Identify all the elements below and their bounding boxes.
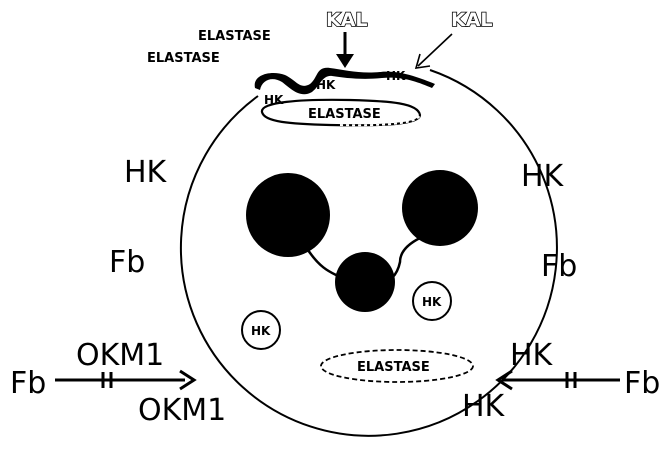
- fb-label-far-left: Fb: [10, 366, 46, 401]
- kal-arrow-right: [418, 34, 452, 66]
- nucleus-lobe-right: [402, 170, 478, 246]
- cap-membrane: [255, 68, 435, 94]
- okm1-label-bottom: OKM1: [138, 393, 226, 428]
- kal-arrowhead-left: [336, 54, 354, 68]
- kal-label-right: KAL: [451, 9, 493, 31]
- elastase-granule-label: ELASTASE: [357, 360, 430, 375]
- fb-label-left: Fb: [109, 245, 145, 280]
- hk-granule-label-right: HK: [422, 295, 442, 309]
- hk-label-cap-1: HK: [316, 78, 336, 92]
- elastase-label-cap: ELASTASE: [308, 107, 381, 122]
- hk-label-cap-3: HK: [264, 93, 284, 107]
- nucleus-strand-left: [308, 250, 338, 276]
- hk-label-left: HK: [124, 155, 168, 190]
- elastase-label-top1: ELASTASE: [198, 29, 271, 44]
- okm1-label-top: OKM1: [76, 338, 164, 373]
- nucleus-strand-right: [392, 238, 420, 278]
- hk-label-lower-right-2: HK: [462, 389, 506, 424]
- hk-label-cap-2: HK: [386, 69, 406, 83]
- hk-label-right: HK: [521, 159, 565, 194]
- fb-label-right: Fb: [541, 249, 577, 284]
- fb-label-far-right: Fb: [624, 366, 659, 401]
- hk-granule-label-left: HK: [251, 324, 271, 338]
- kal-label-left: KAL: [326, 9, 368, 31]
- nucleus-lobe-left: [246, 173, 330, 257]
- elastase-label-top2: ELASTASE: [147, 51, 220, 66]
- nucleus-lobe-center: [335, 252, 395, 312]
- hk-label-lower-right-1: HK: [510, 338, 554, 373]
